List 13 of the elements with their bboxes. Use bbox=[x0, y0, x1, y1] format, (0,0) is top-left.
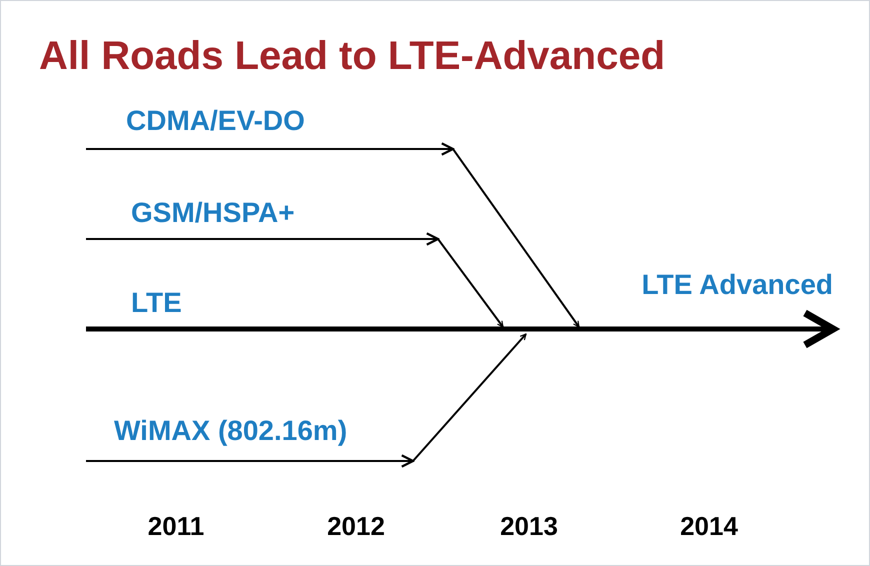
technology-label: LTE Advanced bbox=[642, 271, 833, 299]
technology-label: WiMAX (802.16m) bbox=[114, 417, 348, 445]
year-label: 2011 bbox=[148, 513, 204, 539]
title: All Roads Lead to LTE-Advanced bbox=[39, 33, 665, 80]
year-label: 2014 bbox=[680, 513, 738, 539]
year-label: 2013 bbox=[500, 513, 558, 539]
year-label: 2012 bbox=[327, 513, 385, 539]
arrow bbox=[86, 232, 504, 328]
technology-label: GSM/HSPA+ bbox=[131, 199, 295, 227]
arrow bbox=[86, 333, 527, 468]
technology-label: CDMA/EV-DO bbox=[126, 107, 305, 135]
technology-label: LTE bbox=[131, 289, 182, 317]
arrow bbox=[86, 142, 580, 328]
